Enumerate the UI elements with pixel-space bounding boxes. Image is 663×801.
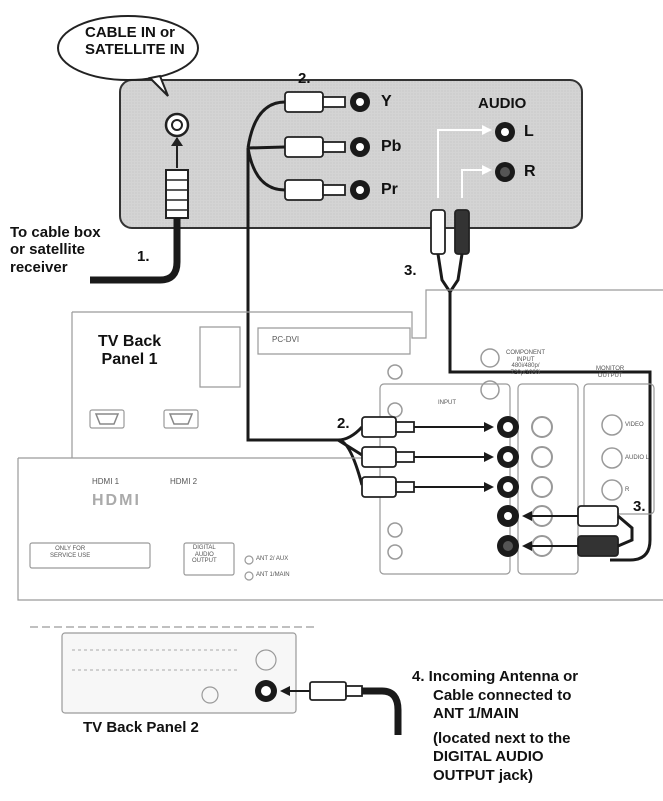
note4-line-2: Cable connected to xyxy=(412,687,578,706)
step-2b-label: 2. xyxy=(337,415,350,432)
label-y: Y xyxy=(381,93,392,111)
panel-1-line-1: TV Back xyxy=(98,333,161,351)
coax-connector-4 xyxy=(310,682,362,700)
note4-line-4: (located next to the xyxy=(412,730,578,749)
label-pb: Pb xyxy=(381,138,401,156)
component-line-1: COMPONENT xyxy=(506,350,545,357)
panel-1-line-2: Panel 1 xyxy=(98,351,161,369)
cable-note-line-1: To cable box xyxy=(10,224,101,241)
hdmi-logo: HDMI xyxy=(92,492,141,510)
cable-note-line-2: or satellite xyxy=(10,241,101,258)
hdmi2-label: HDMI 2 xyxy=(170,478,197,487)
monitor-video-label: VIDEO xyxy=(625,422,644,429)
tv-component-jacks xyxy=(497,416,552,498)
ant1-label: ANT 1/MAIN xyxy=(256,572,290,579)
input-label: INPUT xyxy=(438,400,456,407)
cable-box-note: To cable box or satellite receiver xyxy=(10,224,101,276)
label-audio: AUDIO xyxy=(478,95,526,112)
audio-plugs-tv xyxy=(578,506,618,556)
note4-line-6: OUTPUT jack) xyxy=(412,767,578,786)
component-line-2: INPUT xyxy=(506,357,545,364)
step-1-label: 1. xyxy=(137,248,150,265)
step-3-label: 3. xyxy=(404,262,417,279)
panel-2-title: TV Back Panel 2 xyxy=(83,719,199,736)
service-line-1: ONLY FOR xyxy=(50,546,90,553)
step-3b-label: 3. xyxy=(633,498,646,515)
panel-1-title: TV Back Panel 1 xyxy=(98,333,161,370)
cable-4 xyxy=(362,691,398,735)
monitor-line-2: OUTPUT xyxy=(596,373,624,380)
step-2-label: 2. xyxy=(298,70,311,87)
component-jacks-source xyxy=(350,92,370,200)
service-line-2: SERVICE USE xyxy=(50,553,90,560)
source-callout-text: CABLE IN or SATELLITE IN xyxy=(85,24,173,59)
digital-line-1: DIGITAL xyxy=(192,545,217,552)
component-line-4: 720p/1080i xyxy=(506,370,545,377)
service-use-label: ONLY FOR SERVICE USE xyxy=(50,546,90,559)
digital-line-3: OUTPUT xyxy=(192,558,217,565)
monitor-r-label: R xyxy=(625,487,629,494)
component-line-3: 480i/480p/ xyxy=(506,363,545,370)
label-pr: Pr xyxy=(381,181,398,199)
pc-dvi-label: PC-DVI xyxy=(272,336,299,345)
cable-note-line-3: receiver xyxy=(10,259,101,276)
digital-audio-output-label: DIGITAL AUDIO OUTPUT xyxy=(192,545,217,565)
callout-line-2: SATELLITE IN xyxy=(85,41,173,58)
note4-line-3: ANT 1/MAIN xyxy=(412,705,578,724)
tv-audio-jacks xyxy=(497,505,552,557)
digital-line-2: AUDIO xyxy=(192,552,217,559)
monitor-line-1: MONITOR xyxy=(596,366,624,373)
monitor-audio-l-label: AUDIO L xyxy=(625,455,649,462)
note4-line-5: DIGITAL AUDIO xyxy=(412,748,578,767)
note4-line-1: 4. Incoming Antenna or xyxy=(412,668,578,687)
component-plugs-tv xyxy=(362,417,414,497)
label-l: L xyxy=(524,123,534,141)
hdmi1-label: HDMI 1 xyxy=(92,478,119,487)
label-r: R xyxy=(524,163,536,181)
ant2-label: ANT 2/ AUX xyxy=(256,556,288,563)
monitor-output-label: MONITOR OUTPUT xyxy=(596,366,624,379)
hdmi-ports xyxy=(96,414,192,424)
step-4-note: 4. Incoming Antenna or Cable connected t… xyxy=(412,668,578,786)
coax-connector-1 xyxy=(166,170,188,218)
callout-line-1: CABLE IN or xyxy=(85,24,173,41)
component-input-label: COMPONENT INPUT 480i/480p/ 720p/1080i xyxy=(506,350,545,376)
